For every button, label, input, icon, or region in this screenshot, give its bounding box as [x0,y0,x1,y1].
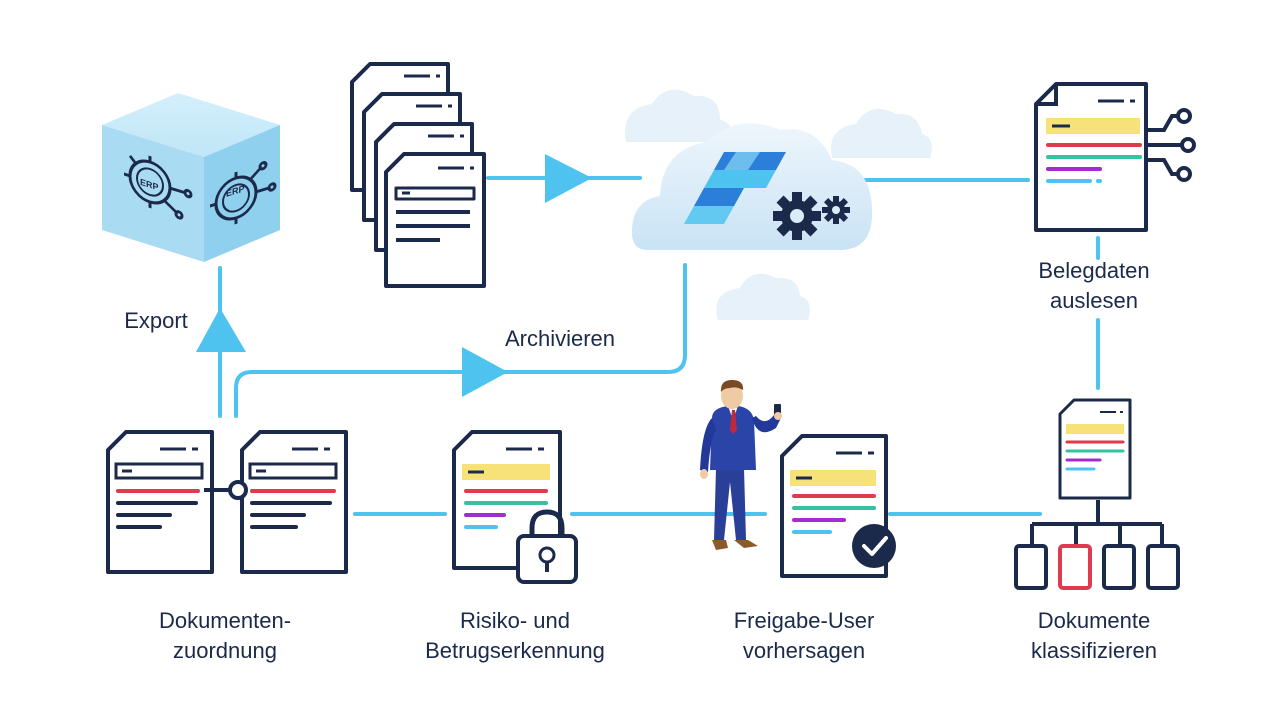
freigabe-line-1: Freigabe-User [733,608,875,633]
dokumentenzuordnung-line-2: zuordnung [173,638,277,663]
belegdaten-line-2: auslesen [1049,288,1139,313]
lock-document-icon [452,430,578,584]
businessman-icon [700,380,782,550]
freigabe-label: Freigabe-User vorhersagen [706,606,902,666]
export-label: Export [124,308,188,333]
dokumentenzuordnung-line-1: Dokumenten- [158,608,292,633]
klassifizieren-label: Dokumente klassifizieren [1004,606,1184,666]
cloud-icon [625,89,932,320]
hierarchy-icon [1014,500,1180,590]
risiko-line-1: Risiko- und [459,608,571,633]
archivieren-label: Archivieren [504,326,616,351]
arrow-right-icon [545,154,592,203]
belegdaten-label: Belegdaten auslesen [1008,256,1180,316]
circuit-document-icon [1034,82,1196,232]
arrow-icons [196,154,592,397]
dokumentenzuordnung-label: Dokumenten- zuordnung [130,606,320,666]
document-stack-icon [350,62,486,288]
klassifizieren-line-2: klassifizieren [1031,638,1157,663]
check-document-icon [780,434,896,578]
risiko-label: Risiko- und Betrugserkennung [402,606,628,666]
linked-documents-icon [106,430,348,574]
arrow-right-icon [462,347,508,397]
belegdaten-line-1: Belegdaten [1038,258,1150,283]
arrow-up-icon [196,308,246,352]
freigabe-line-2: vorhersagen [742,638,866,663]
risiko-line-2: Betrugserkennung [425,638,605,663]
classify-document-icon [1058,398,1132,500]
erp-cube-icon: ERP ERP [102,93,280,262]
klassifizieren-line-1: Dokumente [1037,608,1151,633]
